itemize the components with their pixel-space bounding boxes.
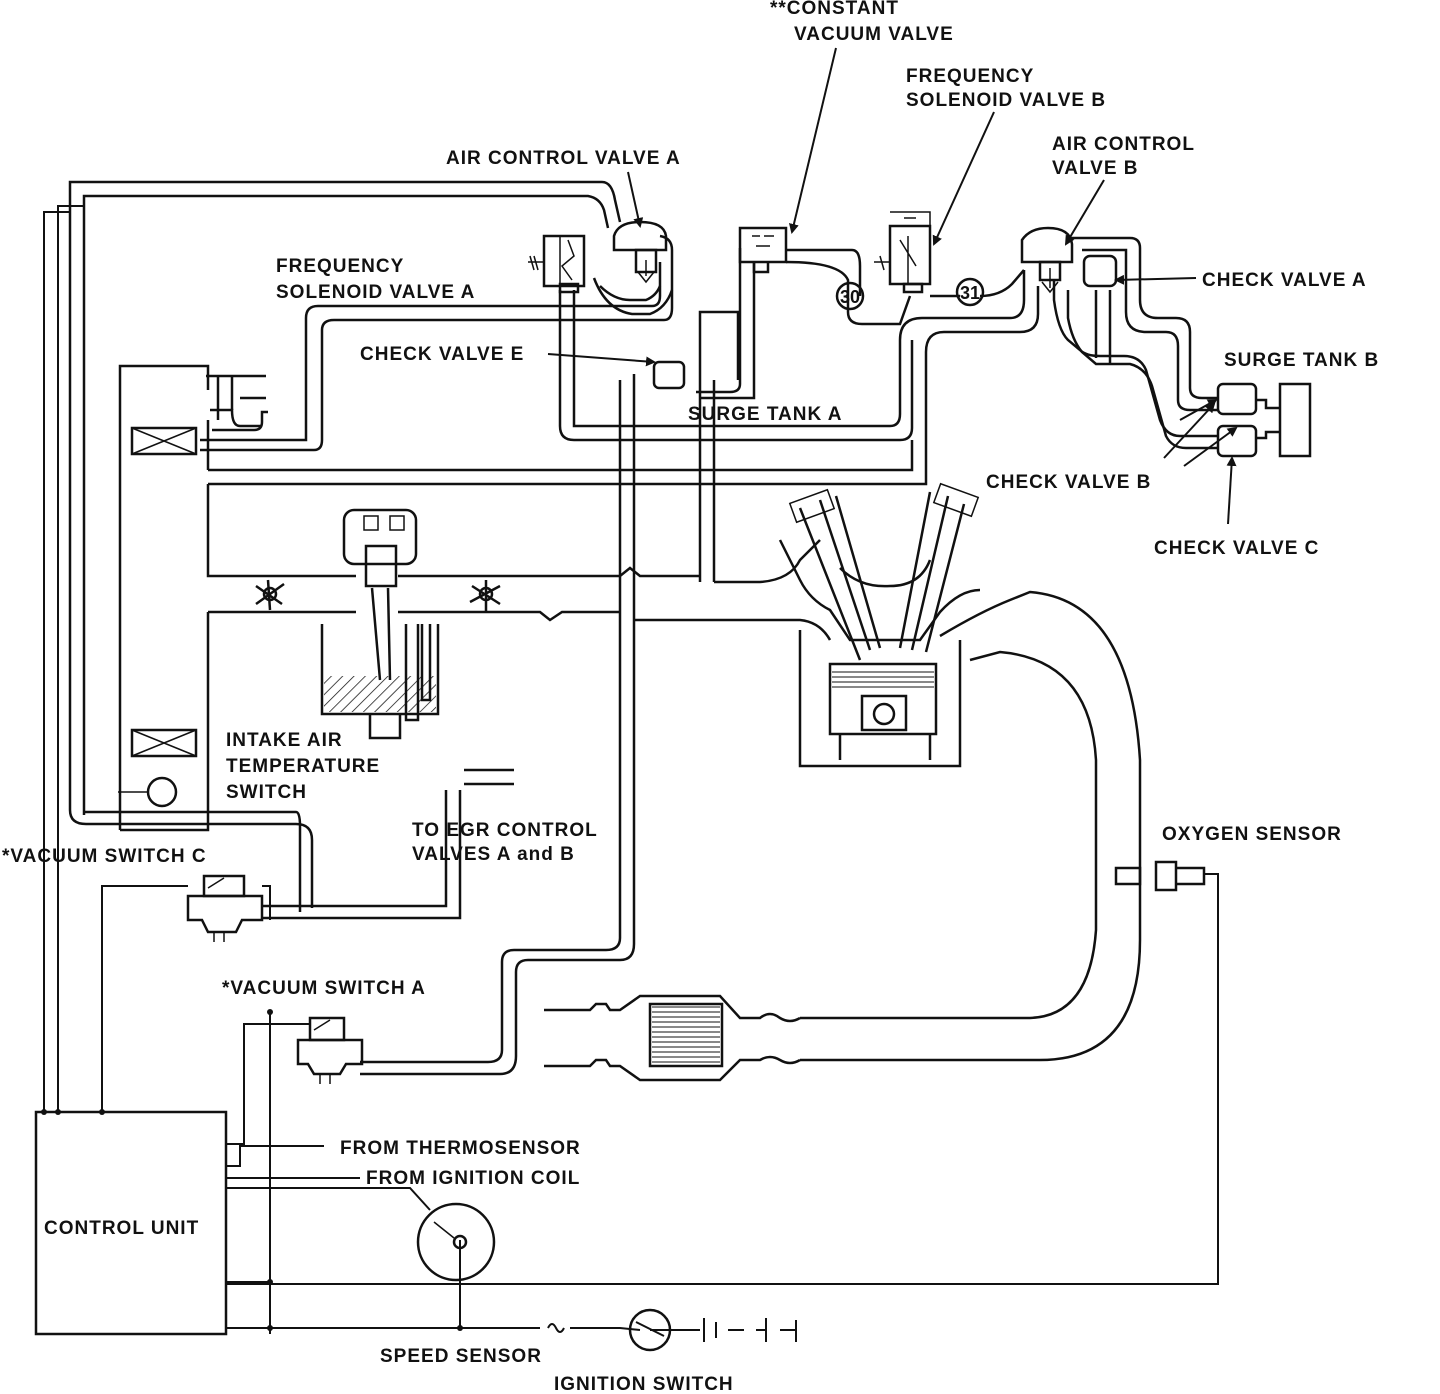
label-num-30: 30 [840,287,860,307]
air-intake-assembly [118,364,832,832]
label-ignition-switch: IGNITION SWITCH [554,1374,734,1394]
ignition-switch [628,1308,672,1352]
vacuum-switch-c [186,894,264,934]
air-control-valve-a [612,220,668,252]
label-freq-solenoid-b-2: SOLENOID VALVE B [906,90,1106,111]
label-check-valve-b: CHECK VALVE B [986,472,1151,493]
label-air-control-b-1: AIR CONTROL [1052,134,1195,155]
label-constant-vacuum-2: VACUUM VALVE [794,24,954,45]
check-valve-e [652,360,686,390]
label-from-thermosensor: FROM THERMOSENSOR [340,1138,581,1159]
label-vacuum-switch-c: *VACUUM SWITCH C [2,846,207,867]
label-vacuum-switch-a: *VACUUM SWITCH A [222,978,426,999]
valves [528,211,1312,458]
label-surge-tank-a: SURGE TANK A [688,404,843,425]
text-labels: **CONSTANT VACUUM VALVE FREQUENCY SOLENO… [2,0,1379,1394]
label-intake-air-1: INTAKE AIR [226,730,343,751]
vacuum-hoses [68,180,1280,1076]
label-oxygen-sensor: OXYGEN SENSOR [1162,824,1342,845]
label-from-ignition-coil: FROM IGNITION COIL [366,1168,580,1189]
speed-sensor [416,1202,496,1282]
label-to-egr-2: VALVES A and B [412,844,575,865]
label-air-control-b-2: VALVE B [1052,158,1139,179]
label-to-egr-1: TO EGR CONTROL [412,820,598,841]
air-control-valve-b [1020,226,1074,264]
label-check-valve-c: CHECK VALVE C [1154,538,1319,559]
vacuum-switch-a [296,1038,364,1076]
label-freq-solenoid-b-1: FREQUENCY [906,66,1034,87]
label-air-control-a: AIR CONTROL VALVE A [446,148,681,169]
constant-vacuum-valve [738,226,788,264]
label-speed-sensor: SPEED SENSOR [380,1346,542,1367]
label-freq-solenoid-a-1: FREQUENCY [276,256,404,277]
label-intake-air-2: TEMPERATURE [226,756,380,777]
leader-arrows [547,47,1238,525]
check-valve-b [1216,382,1258,416]
label-intake-air-3: SWITCH [226,782,307,803]
wiring [34,205,1219,1352]
check-valve-a [1082,254,1118,288]
label-check-valve-a: CHECK VALVE A [1202,270,1367,291]
control-unit [34,1110,228,1336]
frequency-solenoid-valve-a [542,234,586,288]
label-num-31: 31 [960,283,980,303]
engine-assembly [544,482,1206,1082]
label-control-unit: CONTROL UNIT [44,1218,199,1239]
vacuum-switches [186,874,364,1084]
label-constant-vacuum-1: **CONSTANT [770,0,899,19]
label-freq-solenoid-a-2: SOLENOID VALVE A [276,282,475,303]
label-surge-tank-b: SURGE TANK B [1224,350,1379,371]
label-check-valve-e: CHECK VALVE E [360,344,524,365]
check-valve-c [1216,424,1258,458]
surge-tank-b [1278,382,1312,458]
